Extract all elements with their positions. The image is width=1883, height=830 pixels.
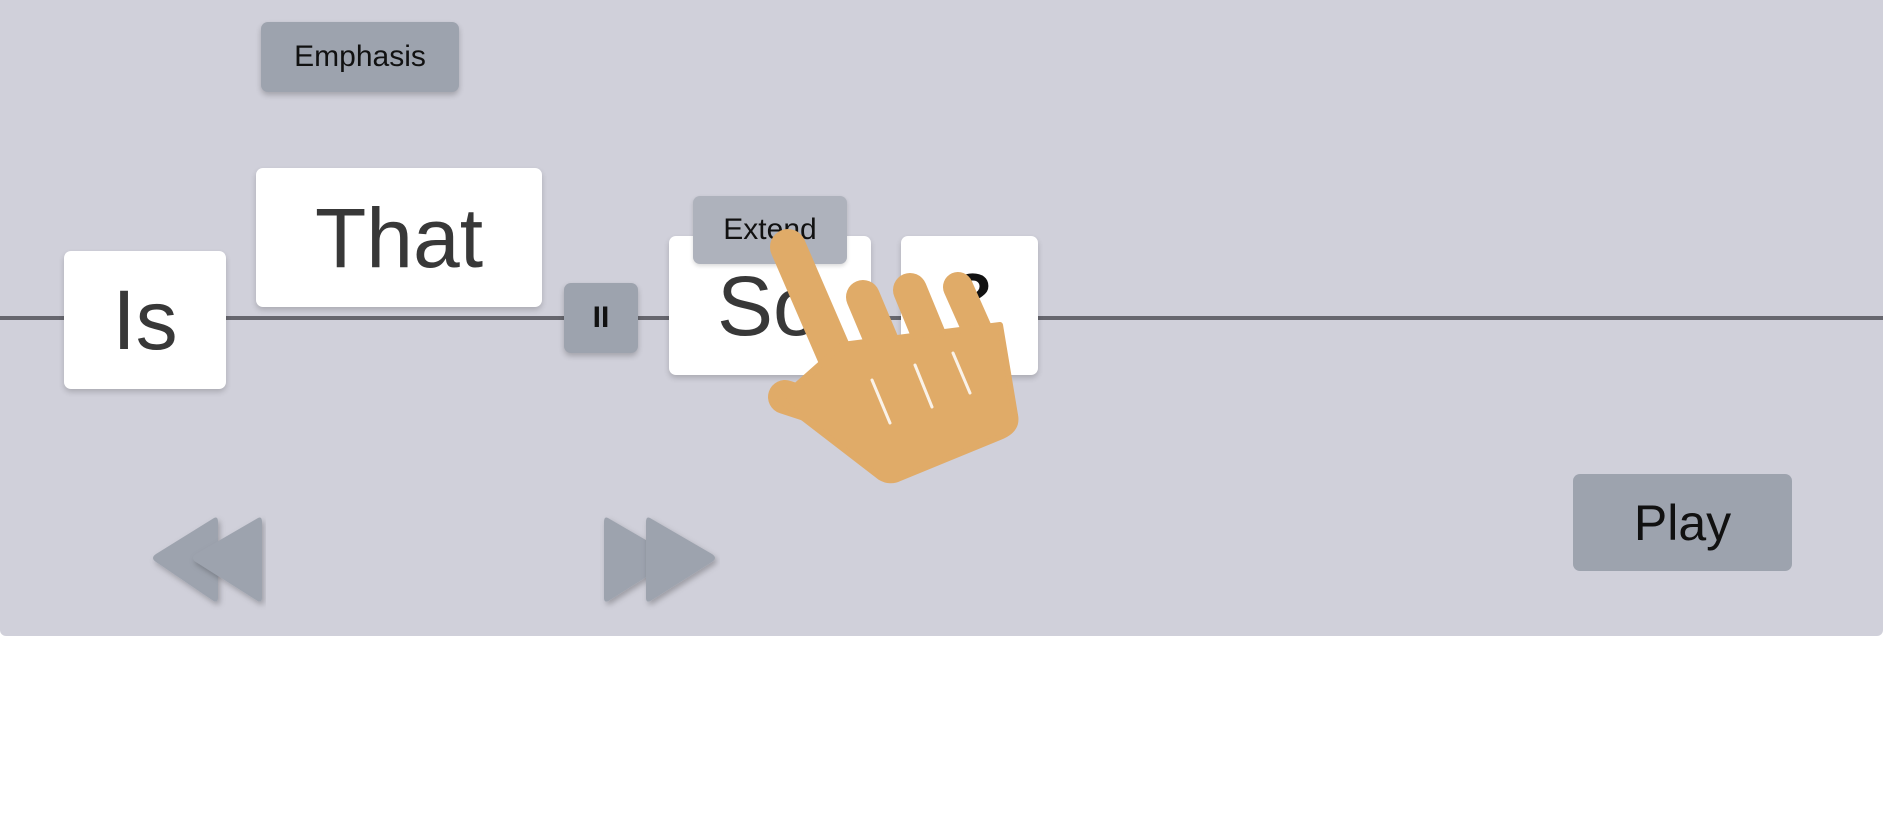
- word-card-is[interactable]: Is: [64, 251, 226, 389]
- word-card-that[interactable]: That: [256, 168, 542, 307]
- play-button-label: Play: [1633, 494, 1732, 551]
- emphasis-tag[interactable]: Emphasis: [261, 22, 459, 92]
- play-button[interactable]: Play: [1573, 474, 1792, 571]
- fast-forward-icon[interactable]: [600, 510, 720, 610]
- rewind-icon[interactable]: [146, 510, 266, 610]
- hand-pointer-icon: [768, 229, 1019, 484]
- pause-marker[interactable]: II: [564, 283, 638, 353]
- word-label: That: [314, 190, 484, 285]
- emphasis-tag-label: Emphasis: [294, 40, 426, 73]
- editor-stage: Emphasis Is That II So ? Extend: [0, 0, 1883, 636]
- word-label: Is: [112, 273, 178, 367]
- pause-icon: II: [592, 301, 610, 334]
